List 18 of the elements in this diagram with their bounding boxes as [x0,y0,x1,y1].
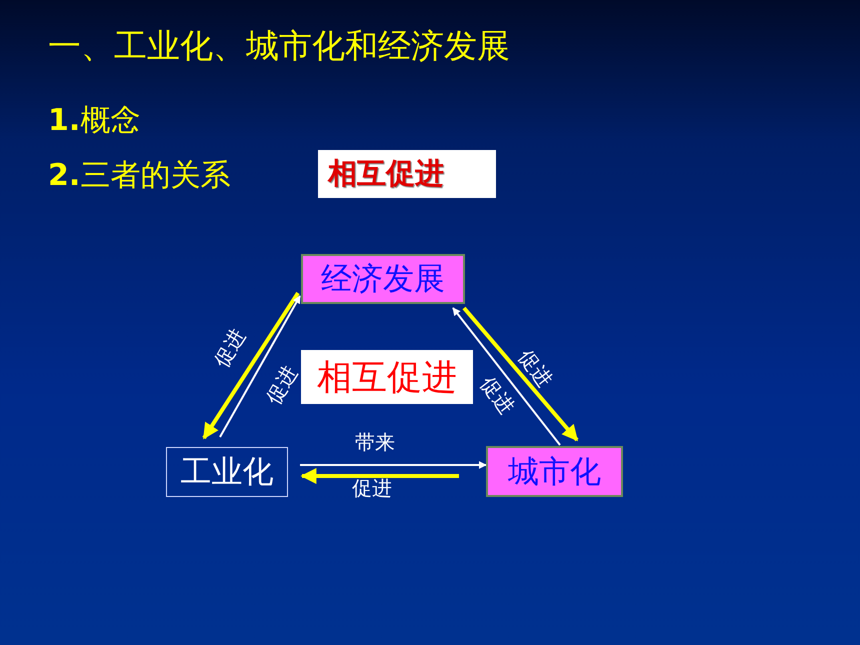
process-box: 城市化 [486,446,623,497]
arrow [452,307,561,446]
edge-label: 促进 [208,324,251,372]
highlight-box: 相互促进 [301,350,473,404]
arrow [300,461,487,469]
edge-label: 促进 [352,474,392,502]
arrow [300,468,459,484]
arrow [462,306,579,442]
title: 一、工业化、城市化和经济发展 [48,25,510,67]
arrow [219,295,301,438]
arrow [202,292,300,440]
edge-label: 带来 [355,428,395,456]
edge-label: 促进 [260,360,303,410]
heading-text: 2.三者的关系 [48,157,230,195]
process-box: 工业化 [166,447,288,497]
process-box: 经济发展 [301,254,465,304]
highlight-box: 相互促进 [318,150,496,198]
heading-text: 1.概念 [48,102,140,140]
